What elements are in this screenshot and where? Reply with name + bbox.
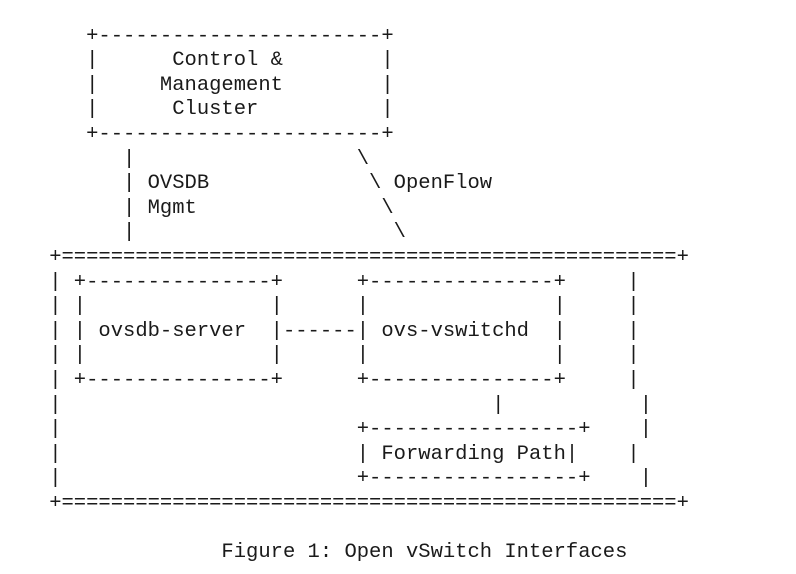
connector-line: | \ [0, 147, 370, 171]
open-vswitch-box-bottom: +=======================================… [0, 491, 689, 515]
ovsdb-server-vswitchd-line: | | ovsdb-server |------| ovs-vswitchd |… [0, 319, 640, 343]
ovsdb-openflow-label-line: | OVSDB \ OpenFlow [0, 172, 493, 196]
forwarding-path-box-top: | +-----------------+ | [0, 418, 653, 442]
control-cluster-label-line: | Cluster | [0, 98, 394, 122]
ascii-diagram: +-----------------------+ | Control & | … [0, 0, 689, 565]
control-cluster-label-line: | Control & | [0, 49, 394, 73]
component-boxes-line: | | | | | | [0, 344, 640, 368]
datapath-connector-line: | | | [0, 393, 653, 417]
forwarding-path-label-line: | | Forwarding Path| | [0, 442, 640, 466]
component-boxes-line: | | | | | | [0, 295, 640, 319]
forwarding-path-box-bottom: | +-----------------+ | [0, 467, 653, 491]
component-boxes-top: | +---------------+ +---------------+ | [0, 270, 640, 294]
component-boxes-bottom: | +---------------+ +---------------+ | [0, 368, 640, 392]
control-cluster-box-bottom: +-----------------------+ [0, 122, 394, 146]
diagram-line [0, 0, 689, 25]
connector-line: | \ [0, 221, 406, 245]
open-vswitch-box-top: +=======================================… [0, 245, 689, 269]
control-cluster-label-line: | Management | [0, 73, 394, 97]
control-cluster-box-top: +-----------------------+ [0, 24, 394, 48]
diagram-line [0, 516, 689, 541]
figure-caption: Figure 1: Open vSwitch Interfaces [0, 541, 628, 565]
mgmt-label-line: | Mgmt \ [0, 196, 394, 220]
